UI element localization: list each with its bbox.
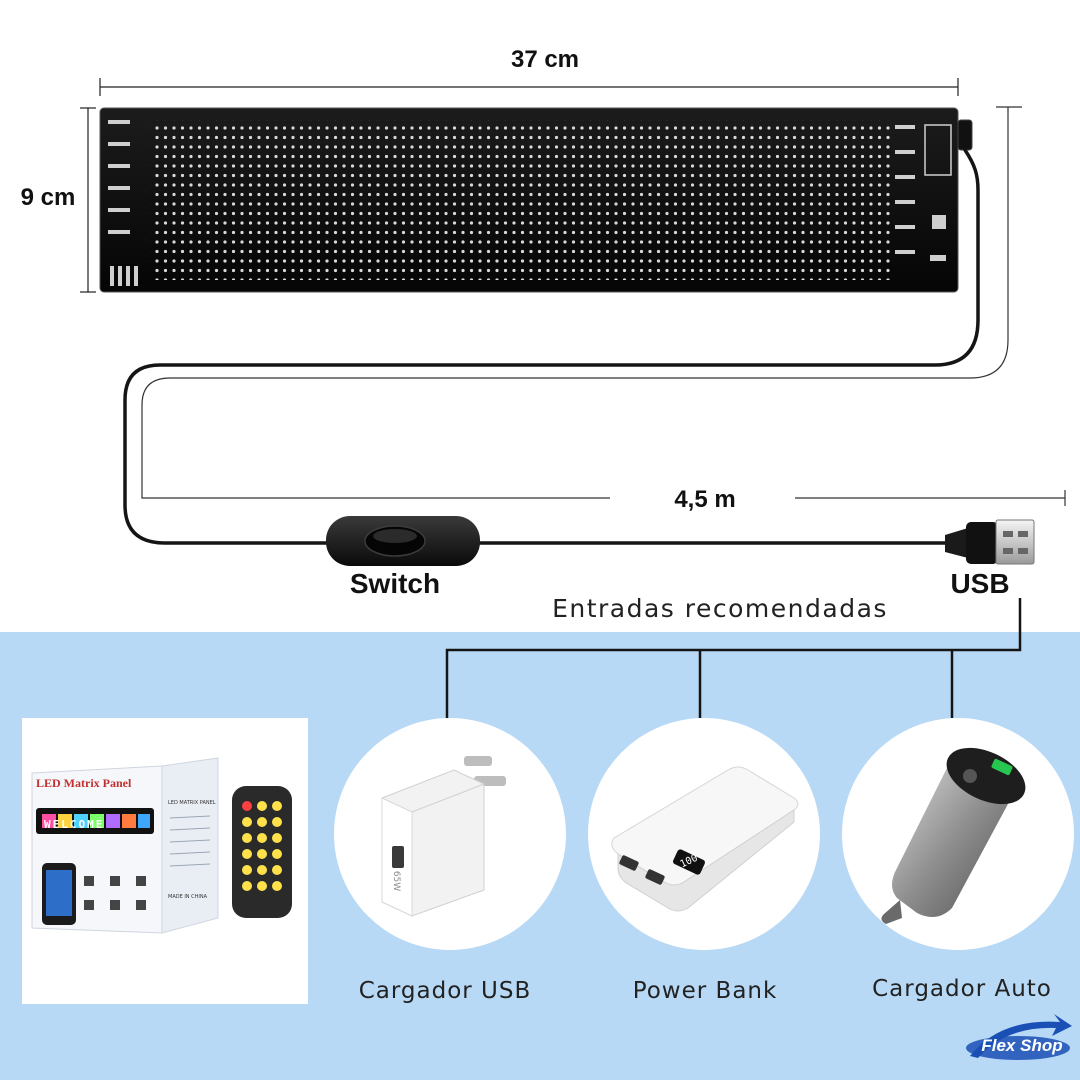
package-illustration	[31, 757, 292, 934]
switch-label: Switch	[349, 568, 441, 599]
package-brand-title: LED Matrix Panel	[36, 776, 132, 790]
cable-length-label: 4,5 m	[674, 486, 736, 513]
caption-usb-charger: Cargador USB	[358, 978, 532, 1004]
package-made-in: MADE IN CHINA	[168, 894, 208, 900]
caption-car-charger: Cargador Auto	[872, 976, 1052, 1002]
usb-label: USB	[950, 568, 1010, 599]
package-side-title: LED MATRIX PANEL	[168, 800, 216, 806]
input-connector-lines	[445, 598, 1022, 720]
power-bank-icon	[611, 766, 799, 912]
power-bank-circle: 100	[588, 718, 820, 950]
usb-plug	[945, 519, 1035, 565]
led-matrix-panel	[99, 107, 973, 293]
package-panel-text: WELCOME	[44, 818, 105, 831]
width-dimension-line	[99, 78, 959, 96]
usb-wall-charger-icon	[381, 756, 506, 917]
height-dimension-line	[80, 107, 96, 293]
recommended-inputs-title: Entradas recomendadas	[552, 594, 888, 623]
flex-shop-logo: Flex Shop	[960, 1008, 1076, 1074]
package-card: LED Matrix Panel WELCOME LED MATRIX PANE…	[22, 718, 308, 1004]
charger-wattage: 65W	[391, 870, 402, 892]
car-charger-icon	[881, 747, 1026, 924]
inline-switch	[326, 516, 480, 566]
power-cable	[123, 148, 980, 545]
usb-wall-charger-circle: 65W	[334, 718, 566, 950]
height-label: 9 cm	[20, 184, 76, 211]
car-charger-circle	[842, 718, 1074, 950]
caption-power-bank: Power Bank	[632, 978, 778, 1004]
logo-text: Flex Shop	[981, 1036, 1063, 1055]
width-label: 37 cm	[510, 46, 580, 73]
cable-dimension-line	[141, 106, 1066, 506]
logo-swoosh-icon	[966, 1014, 1072, 1060]
